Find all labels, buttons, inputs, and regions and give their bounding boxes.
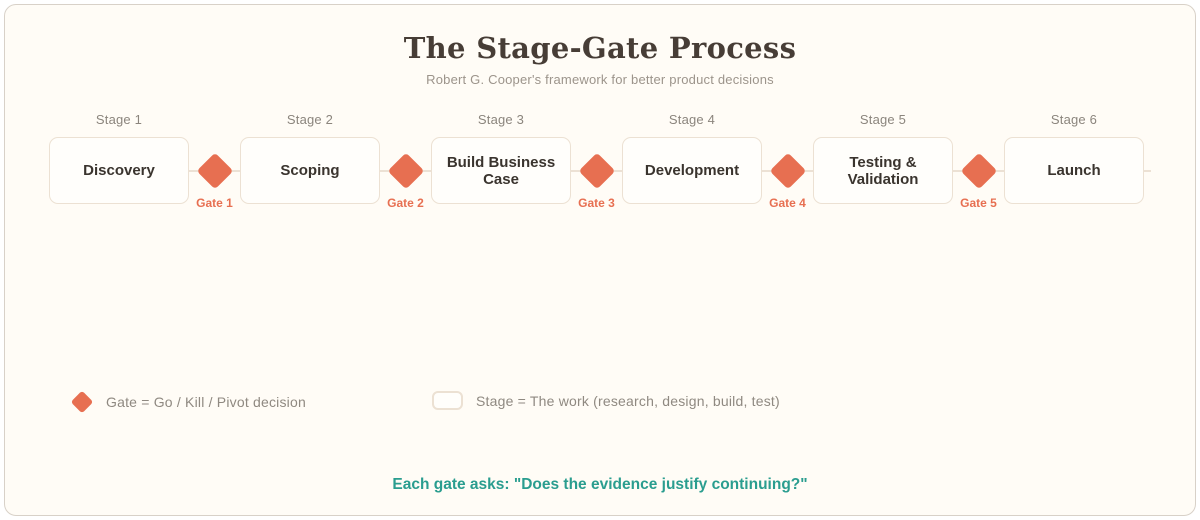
stage-box: Launch: [1004, 137, 1144, 204]
legend-gate: Gate = Go / Kill / Pivot decision: [70, 390, 306, 414]
gate-question: Each gate asks: "Does the evidence justi…: [392, 476, 808, 493]
gate-5: Gate 5: [953, 112, 1004, 222]
legend-stage: Stage = The work (research, design, buil…: [432, 391, 780, 410]
gate-label: Gate 1: [196, 196, 233, 210]
page-subtitle: Robert G. Cooper's framework for better …: [426, 72, 774, 87]
stage-box: Build Business Case: [431, 137, 571, 204]
stage-box: Testing & Validation: [813, 137, 953, 204]
stage-number-label: Stage 1: [95, 112, 143, 127]
stage-launch: Stage 6 Launch: [1004, 112, 1144, 204]
gate-diamond-icon: [196, 152, 233, 189]
gate-diamond-icon: [769, 152, 806, 189]
stage-number-label: Stage 2: [286, 112, 334, 127]
stage-discovery: Stage 1 Discovery: [49, 112, 189, 204]
stage-number-label: Stage 6: [1050, 112, 1098, 127]
gate-diamond-icon: [387, 152, 424, 189]
stage-gate-card: The Stage-Gate Process Robert G. Cooper'…: [4, 4, 1196, 516]
gate-label: Gate 4: [769, 196, 806, 210]
gate-label: Gate 2: [387, 196, 424, 210]
gate-diamond-icon: [578, 152, 615, 189]
page-title: The Stage-Gate Process: [403, 31, 797, 65]
connector-line: [1144, 169, 1151, 172]
flow-tail: [1144, 112, 1151, 222]
stage-testing-validation: Stage 5 Testing & Validation: [813, 112, 953, 204]
stage-number-label: Stage 4: [668, 112, 716, 127]
gate-3: Gate 3: [571, 112, 622, 222]
legend-stage-text: Stage = The work (research, design, buil…: [476, 392, 780, 409]
gate-diamond-icon: [960, 152, 997, 189]
header: The Stage-Gate Process Robert G. Cooper'…: [5, 31, 1195, 87]
gate-diamond-icon: [70, 390, 94, 414]
stage-number-label: Stage 5: [859, 112, 907, 127]
process-flow: Stage 1 Discovery Gate 1 Stage 2 Scoping…: [5, 112, 1195, 222]
legend-gate-text: Gate = Go / Kill / Pivot decision: [106, 394, 306, 410]
gate-label: Gate 5: [960, 196, 997, 210]
stage-build-business-case: Stage 3 Build Business Case: [431, 112, 571, 204]
gate-4: Gate 4: [762, 112, 813, 222]
stage-box: Scoping: [240, 137, 380, 204]
gate-2: Gate 2: [380, 112, 431, 222]
stage-box: Development: [622, 137, 762, 204]
stage-number-label: Stage 3: [477, 112, 525, 127]
stage-box-icon: [432, 391, 463, 410]
gate-1: Gate 1: [189, 112, 240, 222]
stage-box: Discovery: [49, 137, 189, 204]
stage-development: Stage 4 Development: [622, 112, 762, 204]
gate-label: Gate 3: [578, 196, 615, 210]
stage-scoping: Stage 2 Scoping: [240, 112, 380, 204]
